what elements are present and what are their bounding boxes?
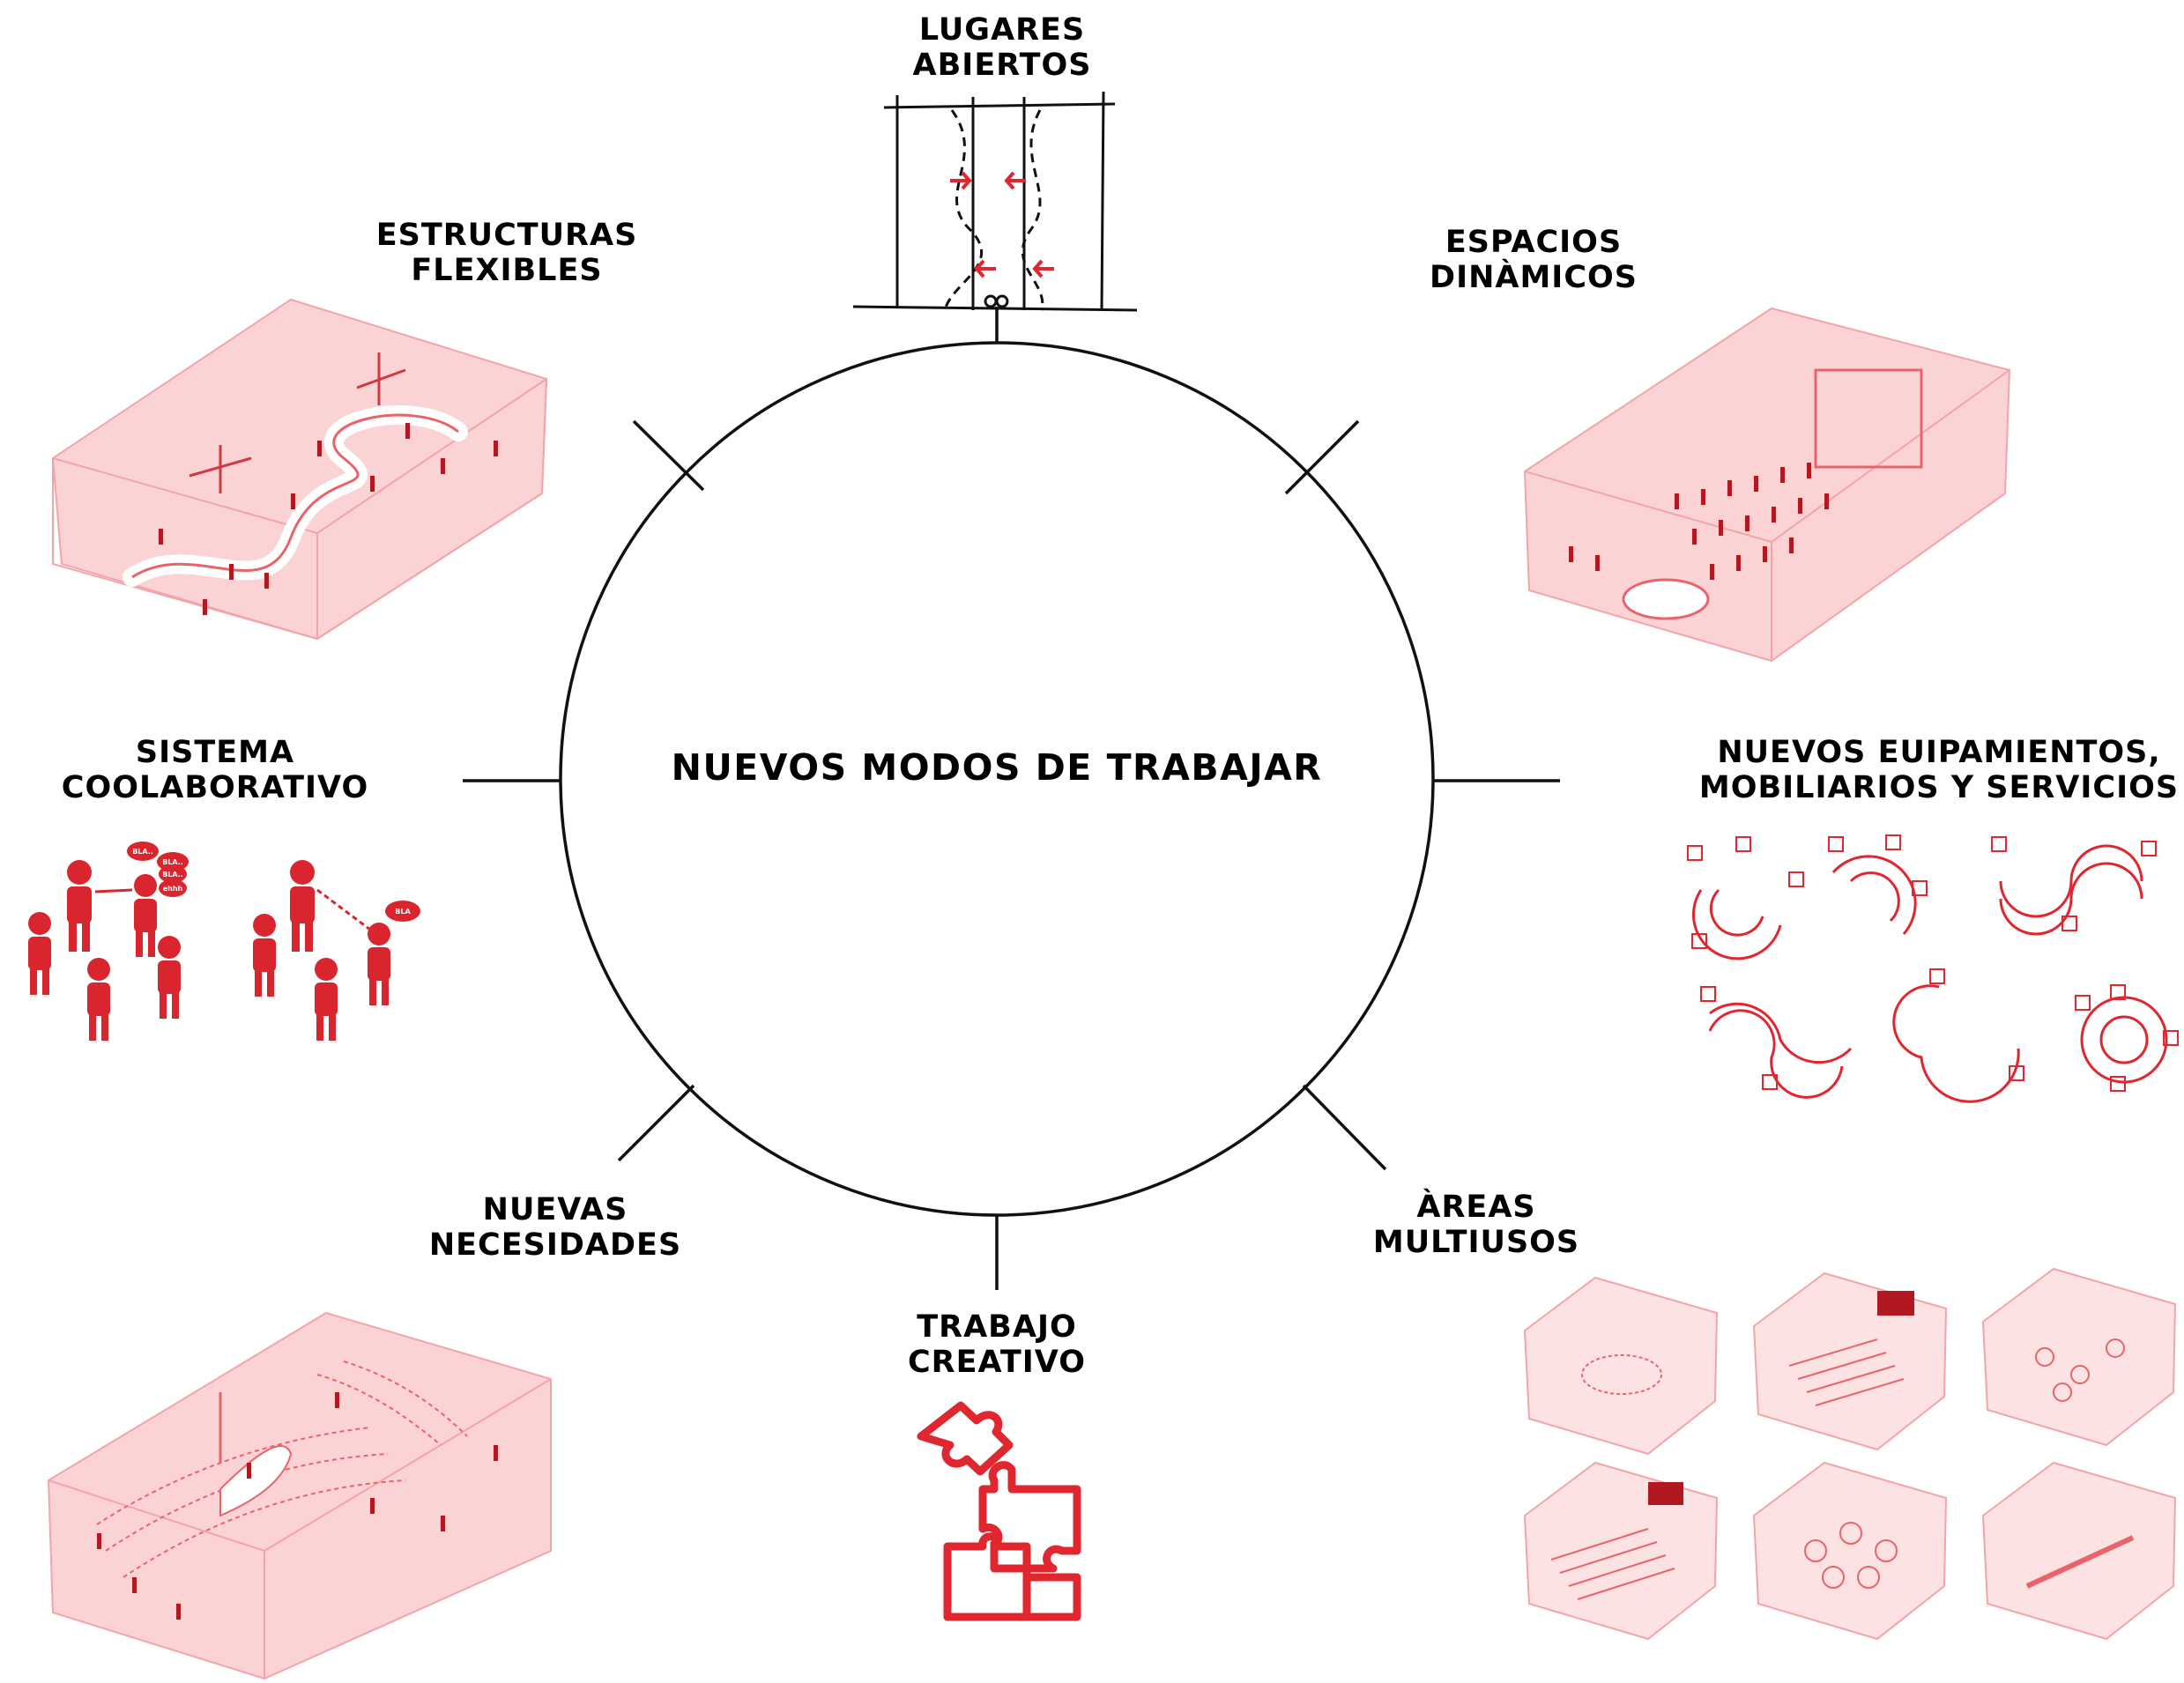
label-line: ABIERTOS bbox=[912, 48, 1092, 83]
label-line: ÀREAS bbox=[1416, 1190, 1536, 1225]
new-needs-illustration bbox=[47, 1311, 552, 1680]
label-espacios-dinamicos: ESPACIOS DINÀMICOS bbox=[1430, 225, 1638, 295]
label-nuevos-equipamientos: NUEVOS EUIPAMIENTOS, MOBILIARIOS Y SERVI… bbox=[1699, 735, 2179, 805]
center-title: NUEVOS MODOS DE TRABAJAR bbox=[671, 746, 1323, 789]
label-line: NECESIDADES bbox=[428, 1227, 682, 1263]
multiuse-box bbox=[1981, 1267, 2177, 1447]
bubble-text: ehhh bbox=[163, 885, 183, 893]
label-line: COOLABORATIVO bbox=[61, 770, 369, 805]
spoke-top-left bbox=[632, 419, 705, 492]
bubble-text: BLA.. bbox=[162, 858, 183, 866]
multiuse-areas-illustration bbox=[1523, 1267, 2177, 1641]
label-line: LUGARES bbox=[918, 12, 1086, 48]
spoke-top-right bbox=[1284, 419, 1360, 495]
furniture-layouts-illustration bbox=[1687, 834, 2179, 1103]
label-line: MULTIUSOS bbox=[1372, 1225, 1580, 1260]
bubble-text: BLA.. bbox=[162, 871, 183, 879]
spoke-bottom-left bbox=[617, 1084, 695, 1162]
label-lugares-abiertos: LUGARES ABIERTOS bbox=[913, 12, 1092, 83]
puzzle-icon bbox=[917, 1401, 1081, 1621]
collaborative-people-illustration: BLA.. BLA.. BLA.. ehhh BLA bbox=[28, 842, 420, 1041]
label-line: DINÀMICOS bbox=[1430, 260, 1638, 295]
label-sistema-colaborativo: SISTEMA COOLABORATIVO bbox=[62, 735, 368, 805]
label-areas-multiusos: ÀREAS MULTIUSOS bbox=[1373, 1190, 1579, 1260]
dynamic-spaces-illustration bbox=[1523, 307, 2011, 663]
bubble-text: BLA.. bbox=[132, 848, 153, 856]
label-estructuras-flexibles: ESTRUCTURAS FLEXIBLES bbox=[376, 218, 638, 288]
open-places-sketch bbox=[852, 91, 1138, 312]
multiuse-box bbox=[1523, 1276, 1719, 1456]
label-trabajo-creativo: TRABAJO CREATIVO bbox=[908, 1309, 1086, 1380]
label-line: NUEVOS EUIPAMIENTOS, bbox=[1717, 735, 2161, 770]
label-line: CREATIVO bbox=[907, 1345, 1087, 1380]
label-line: FLEXIBLES bbox=[411, 253, 603, 288]
multiuse-box bbox=[1752, 1461, 1948, 1641]
label-line: SISTEMA bbox=[135, 735, 295, 770]
flexible-structures-illustration bbox=[51, 298, 548, 641]
label-nuevas-necesidades: NUEVAS NECESIDADES bbox=[429, 1192, 681, 1263]
label-line: TRABAJO bbox=[917, 1309, 1077, 1345]
label-line: ESPACIOS bbox=[1445, 225, 1623, 260]
multiuse-box bbox=[1981, 1461, 2177, 1641]
label-line: NUEVAS bbox=[482, 1192, 628, 1227]
multiuse-box bbox=[1523, 1461, 1719, 1641]
label-line: ESTRUCTURAS bbox=[375, 218, 638, 253]
speech-bubbles bbox=[127, 842, 420, 922]
spoke-bottom-right bbox=[1302, 1084, 1387, 1171]
label-line: MOBILIARIOS Y SERVICIOS bbox=[1698, 770, 2180, 805]
multiuse-box bbox=[1752, 1272, 1948, 1451]
bubble-text: BLA bbox=[395, 908, 411, 916]
center-hub bbox=[463, 307, 1560, 1290]
